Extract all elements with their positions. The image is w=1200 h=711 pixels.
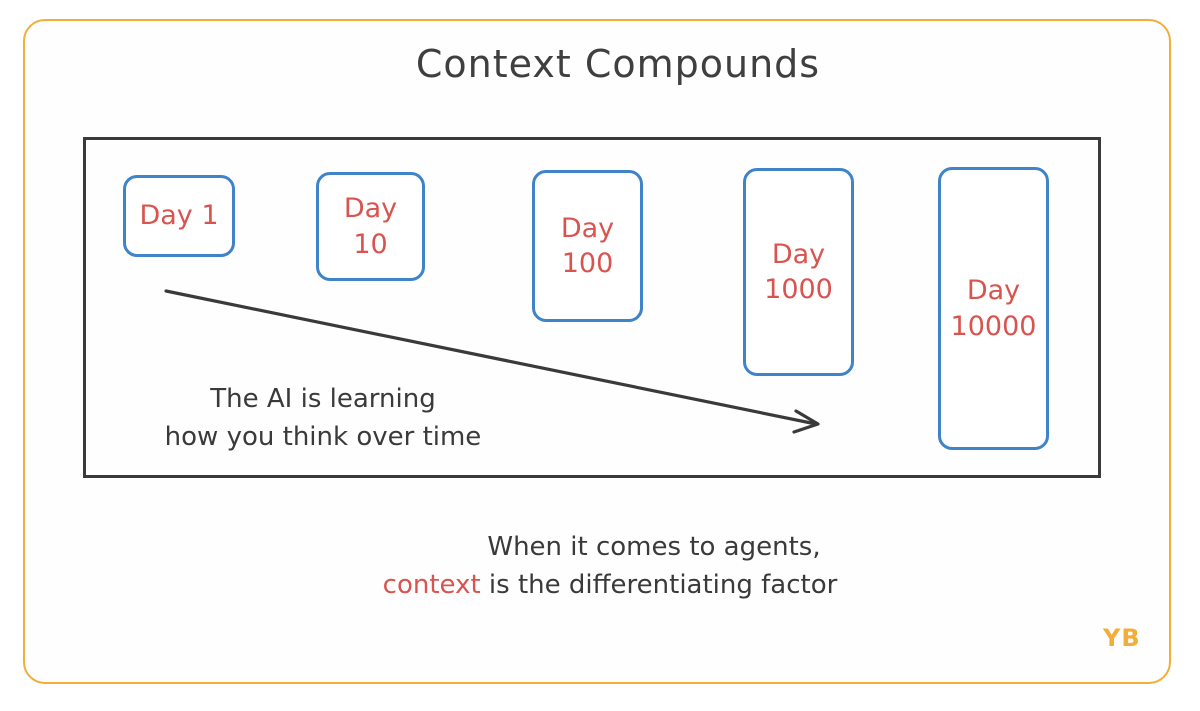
day-card-100: Day 100 bbox=[532, 170, 643, 322]
day-card-10000: Day 10000 bbox=[938, 167, 1049, 450]
caption-line-2: context is the differentiating factor bbox=[250, 566, 970, 604]
learning-note-line-2: how you think over time bbox=[164, 422, 482, 452]
diagram-title: Context Compounds bbox=[415, 42, 821, 86]
caption-highlight: context bbox=[382, 570, 481, 600]
signature-logo: YB bbox=[1103, 624, 1141, 652]
caption-line-2-rest: is the differentiating factor bbox=[480, 570, 838, 600]
day-card-label: Day 1 bbox=[139, 200, 219, 232]
diagram-box bbox=[83, 137, 1101, 478]
day-card-label: Day 10 bbox=[343, 193, 398, 260]
caption: When it comes to agents, context is the … bbox=[250, 528, 970, 604]
learning-note: The AI is learning how you think over ti… bbox=[108, 380, 538, 456]
day-card-label: Day 1000 bbox=[764, 238, 833, 305]
day-card-label: Day 100 bbox=[560, 212, 615, 279]
day-card-10: Day 10 bbox=[316, 172, 425, 281]
day-card-1000: Day 1000 bbox=[743, 168, 854, 376]
caption-line-1: When it comes to agents, bbox=[487, 532, 821, 562]
learning-note-line-1: The AI is learning bbox=[210, 384, 436, 414]
day-card-label: Day 10000 bbox=[950, 275, 1037, 342]
day-card-1: Day 1 bbox=[123, 175, 235, 257]
